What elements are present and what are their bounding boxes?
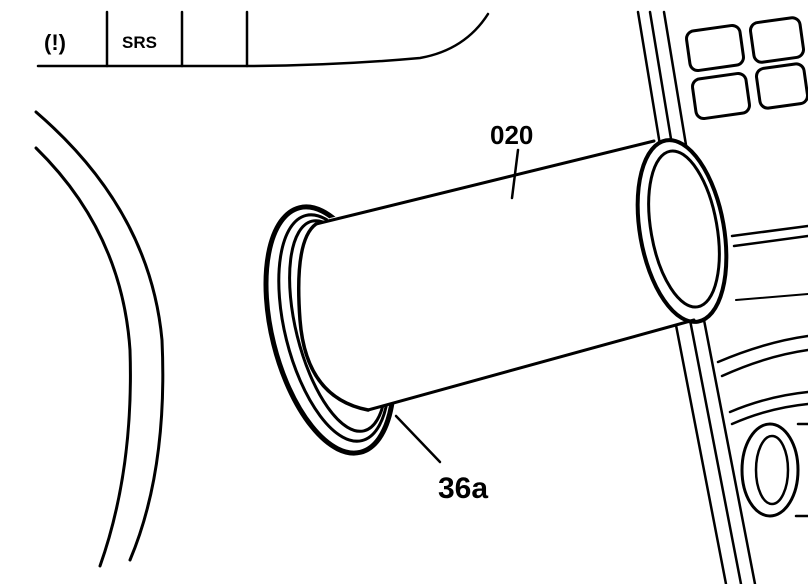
console-edge-5 — [688, 318, 743, 584]
instrument-bezel — [34, 110, 165, 568]
bezel-arc-inner — [34, 110, 165, 562]
console-button-3 — [691, 71, 751, 121]
tool-bottom-edge — [366, 318, 696, 412]
callout-36a: 36a — [394, 414, 488, 505]
vent-knob — [740, 422, 800, 518]
console-edge-3 — [662, 10, 688, 147]
dash-edge-line — [36, 12, 490, 68]
console-edge-6 — [702, 318, 757, 584]
console-button-4 — [754, 62, 808, 110]
center-console — [636, 10, 808, 584]
console-edge-4 — [673, 318, 728, 584]
console-trim-line-3 — [735, 293, 808, 301]
warning-lamp-strip: (!) SRS — [36, 10, 490, 68]
tool-top-edge — [314, 139, 656, 226]
vent-knob-inner — [754, 434, 790, 506]
vent-top-edge-2 — [720, 348, 808, 378]
tool-end-face-outer — [635, 138, 729, 324]
console-edge-2 — [648, 10, 674, 147]
vent-rim-1 — [728, 390, 808, 414]
bezel-arc-outer — [34, 146, 132, 568]
label-36a: 36a — [438, 472, 488, 505]
tool-end-face-inner — [647, 149, 721, 309]
leader-line-020 — [510, 148, 520, 200]
brake-indicator-icon: (!) — [44, 30, 66, 55]
callout-020: 020 — [490, 120, 533, 200]
console-button-1 — [685, 23, 745, 73]
tool-body-fill — [300, 140, 726, 410]
tool-inner-end — [296, 222, 370, 412]
console-button-2 — [748, 16, 806, 64]
vent-top-edge-1 — [716, 334, 808, 364]
console-trim-line-2 — [732, 234, 808, 248]
console-edge-1 — [636, 10, 662, 147]
cylinder-tool — [296, 138, 729, 412]
label-020: 020 — [490, 120, 533, 150]
leader-line-36a — [394, 414, 442, 464]
srs-indicator-label: SRS — [122, 33, 157, 52]
console-trim-line-1 — [730, 224, 808, 238]
vent-rim-2 — [730, 402, 808, 426]
